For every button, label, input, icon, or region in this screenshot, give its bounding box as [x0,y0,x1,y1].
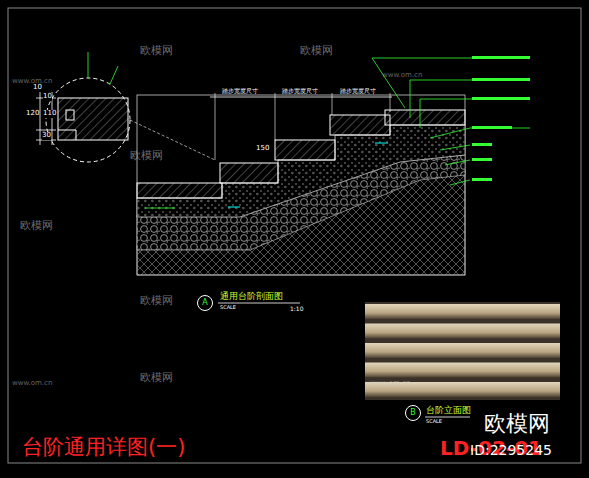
scale-label: SCALE [220,305,236,311]
watermark-url: www.om.cn [382,72,422,80]
watermark: 欧模网 [484,412,550,436]
watermark: 欧模网 [20,220,53,232]
sheet-title: 台阶通用详图(一) [22,436,185,459]
symbol-letter: B [410,409,416,417]
watermark: 欧模网 [140,295,173,307]
stone-step [365,343,560,358]
watermark: 欧模网 [300,45,333,57]
dimension: 30 [42,132,51,140]
dimension: 10 [33,84,42,92]
stone-step [365,324,560,339]
watermark: 欧模网 [140,45,173,57]
watermark-url: www.om.cn [12,380,52,388]
section-symbol: A [197,295,213,311]
symbol-letter: A [202,299,207,307]
watermark: 欧模网 [130,150,163,162]
section-symbol: B [405,405,421,421]
dimension-text: 踏步宽度尺寸 [282,88,318,95]
watermark-url: www.om.cn [12,78,52,86]
dimension: 120 [26,110,39,118]
drawing-title: 通用台阶剖面图 [220,292,283,302]
drawing-title: 台阶立面图 [426,406,471,416]
watermark-url: www.om.cn [370,380,410,388]
scale-label: SCALE [426,419,442,425]
dimension-text: 踏步宽度尺寸 [340,88,376,95]
watermark-id: ID:2295245 [470,443,552,458]
scale-value: 1:10 [290,306,303,313]
dimension: 110 [43,110,56,118]
watermark: 欧模网 [140,372,173,384]
dimension: 150 [256,145,269,153]
dimension-text: 踏步宽度尺寸 [222,88,258,95]
dimension: 10 [43,93,52,101]
stone-step [365,363,560,378]
stone-step [365,304,560,319]
